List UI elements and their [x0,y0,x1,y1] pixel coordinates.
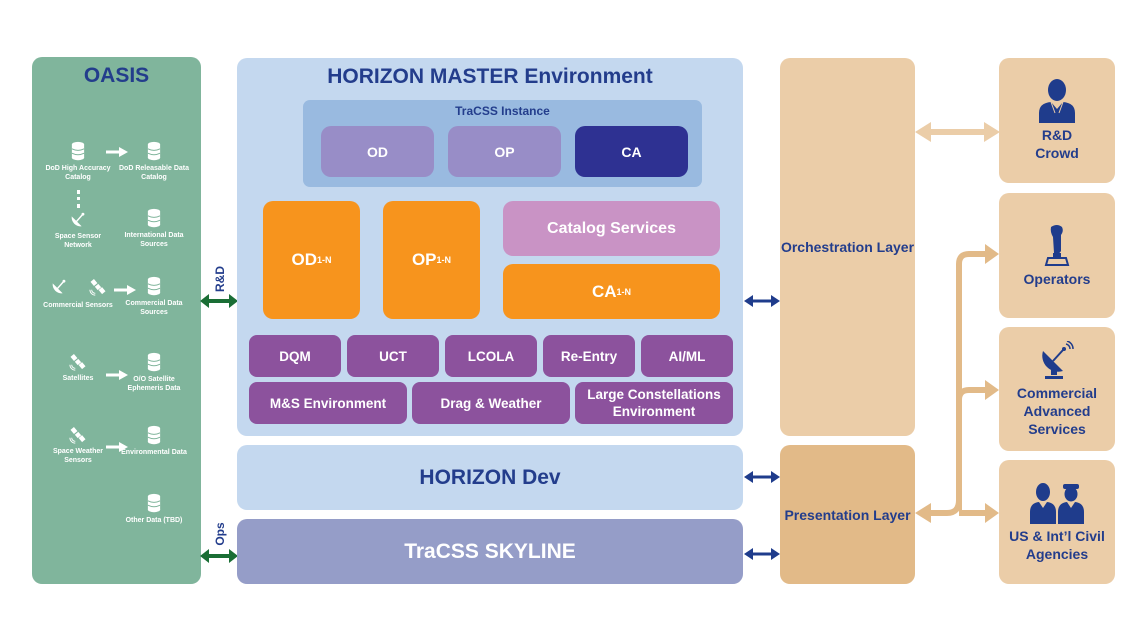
satellite-dish-icon [1042,340,1074,379]
stakeholder-commercial-advanced-services: Commercial Advanced Services [999,327,1115,451]
oasis-title: OASIS [83,64,150,87]
stakeholder-operators: Operators [999,193,1115,318]
researcher-icon [1039,79,1075,123]
instance-module-op: OP [448,126,561,177]
source-commercial-data: Commercial Data Sources [118,275,190,317]
stakeholder-civil-agencies: US & Int’l Civil Agencies [999,460,1115,584]
satellite-icon [69,425,87,445]
rd-double-arrow-icon [200,294,238,308]
ops-double-arrow-icon [200,549,238,563]
tracss-instance-title: TraCSS Instance [455,104,550,118]
database-icon [147,492,161,514]
database-icon [147,140,161,162]
joystick-icon [1044,225,1070,266]
source-international-data: International Data Sources [118,207,190,249]
civilians-and-officer-icon [1030,482,1084,524]
skyline-presentation-double-arrow-icon [744,548,780,560]
source-environmental-data: Environmental Data [118,424,190,457]
database-icon [71,140,85,162]
horizon-dev: HORIZON Dev [237,445,743,510]
source-other-data: Other Data (TBD) [118,492,190,525]
dotted-connector [77,190,80,208]
stakeholder-rd-crowd: R&D Crowd [999,58,1115,183]
source-space-weather-sensors: Space Weather Sensors [40,425,116,465]
database-icon [147,351,161,373]
source-commercial-sensors: Commercial Sensors [42,277,114,310]
instance-module-od: OD [321,126,434,177]
oasis-panel [32,57,201,584]
satellite-dish-icon [69,210,87,230]
database-icon [147,424,161,446]
ops-connector-label: Ops [213,522,227,546]
stakeholder-connectors [915,122,1000,523]
source-dod-releasable-catalog: DoD Releasable Data Catalog [118,140,190,182]
service-large-constellations: Large Constellations Environment [575,382,733,424]
service-dqm: DQM [249,335,341,377]
source-oo-ephemeris: O/O Satellite Ephemeris Data [118,351,190,393]
orchestration-layer: Orchestration Layer [780,58,915,436]
source-dod-high-accuracy-catalog: DoD High Accuracy Catalog [42,140,114,182]
tracss-skyline: TraCSS SKYLINE [237,519,743,584]
orchestration-double-arrow-icon [744,295,780,307]
satellite-icon [89,277,107,297]
dev-presentation-double-arrow-icon [744,471,780,483]
service-drag-weather: Drag & Weather [412,382,570,424]
database-icon [147,275,161,297]
service-ms-environment: M&S Environment [249,382,407,424]
presentation-layer: Presentation Layer [780,445,915,584]
service-re-entry: Re-Entry [543,335,635,377]
source-space-sensor-network: Space Sensor Network [42,210,114,250]
rd-connector-label: R&D [213,266,227,292]
database-icon [147,207,161,229]
service-uct: UCT [347,335,439,377]
service-ai-ml: AI/ML [641,335,733,377]
catalog-services: Catalog Services [503,201,720,256]
service-lcola: LCOLA [445,335,537,377]
source-satellites: Satellites [42,352,114,383]
satellite-dish-icon [50,277,68,297]
horizon-master-title: HORIZON MASTER Environment [327,65,653,88]
satellite-icon [69,352,87,372]
instance-module-ca: CA [575,126,688,177]
